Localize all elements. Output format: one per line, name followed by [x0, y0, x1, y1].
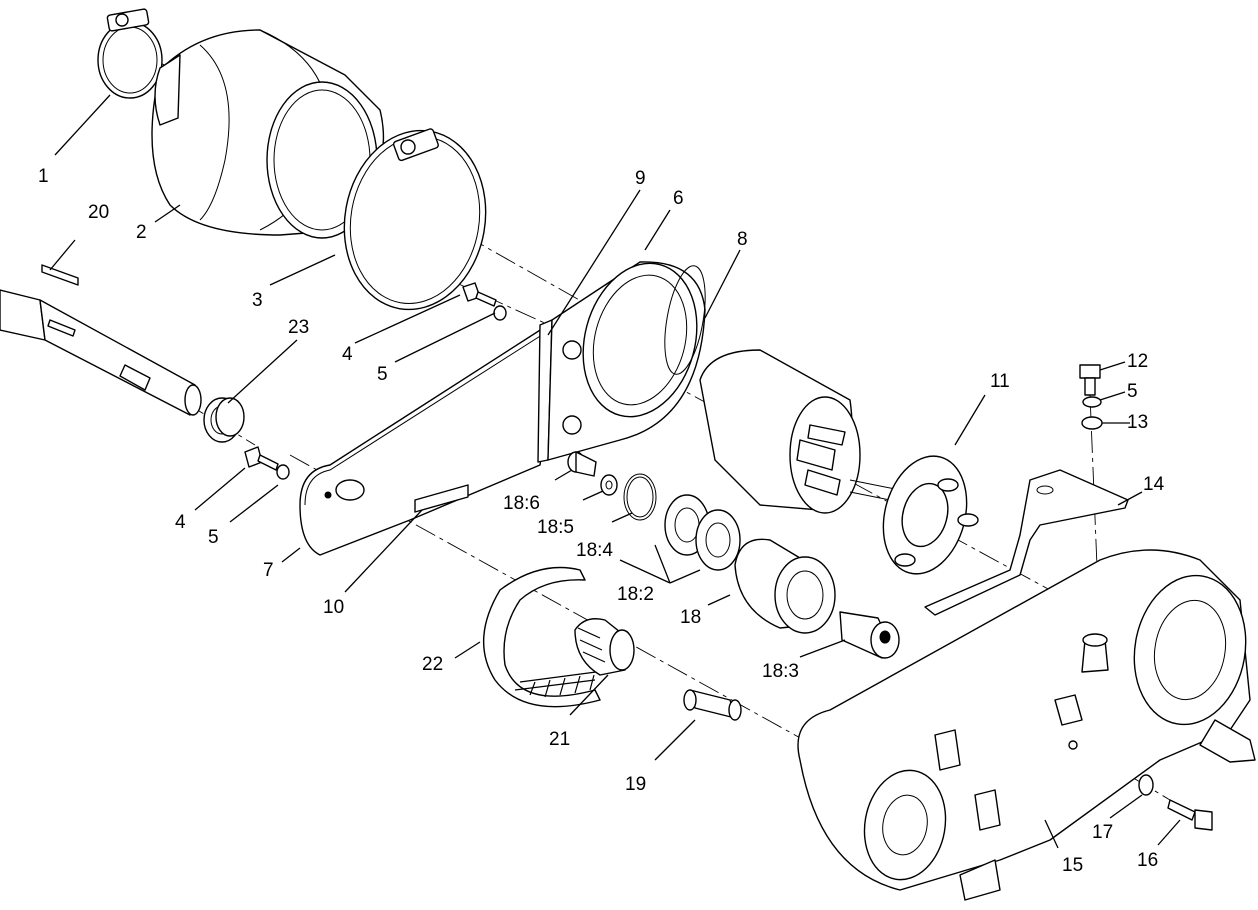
callout-18-5: 18:5: [537, 517, 574, 538]
hub-flange: [882, 455, 979, 575]
bearings-18-2: [664, 494, 741, 571]
leader-lines: [49, 94, 1181, 849]
pin-18-6: [567, 451, 597, 477]
callout-18-6: 18:6: [503, 493, 540, 514]
drive-pulley: [574, 618, 635, 676]
callout-18-3: 18:3: [762, 661, 799, 682]
callout-21: 21: [549, 729, 570, 750]
lock-washer-17: [1138, 774, 1154, 796]
hose-clamp-large: [343, 128, 487, 311]
decal-plate: [414, 484, 469, 513]
callout-1: 1: [38, 166, 49, 187]
callout-6: 6: [673, 188, 684, 209]
callout-8: 8: [737, 229, 748, 250]
bolt-upper: [462, 282, 497, 307]
callout-17: 17: [1092, 822, 1113, 843]
callout-12: 12: [1127, 351, 1148, 372]
washer-upper: [493, 305, 507, 321]
callout-2: 2: [136, 222, 147, 243]
callout-4-upper: 4: [342, 344, 353, 365]
callout-23: 23: [288, 317, 309, 338]
housing-cover: [547, 261, 706, 461]
washer-5-right: [1082, 396, 1102, 408]
drive-drum: [699, 349, 901, 514]
belt-cover-plate: [299, 324, 559, 556]
callout-11: 11: [990, 371, 1010, 392]
callout-22: 22: [422, 654, 443, 675]
callout-5-upper: 5: [377, 364, 388, 385]
callout-4-lower: 4: [175, 512, 186, 533]
callout-18-2: 18:2: [617, 584, 654, 605]
callout-14: 14: [1143, 474, 1165, 495]
shaft-seal: [203, 397, 245, 443]
callout-18-4: 18:4: [576, 540, 613, 561]
input-shaft: [0, 289, 202, 416]
spacer-18-3: [839, 611, 900, 659]
bushing-19: [683, 689, 742, 721]
callout-5-right: 5: [1127, 381, 1138, 402]
callout-18: 18: [680, 607, 701, 628]
callout-20: 20: [88, 202, 109, 223]
callout-10: 10: [323, 597, 344, 618]
washer-lower: [276, 464, 290, 480]
bolt-12: [1079, 364, 1101, 396]
gearbox-housing: [797, 549, 1256, 901]
callout-19: 19: [625, 774, 646, 795]
drive-belt: [482, 566, 601, 708]
bracket: [924, 469, 1129, 616]
key: [41, 264, 79, 286]
roller-18: [734, 538, 836, 634]
bolt-lower: [244, 446, 279, 471]
callout-5-lower: 5: [208, 527, 219, 548]
snap-ring-18-4: [623, 473, 657, 521]
washer-18-5: [600, 474, 618, 496]
callout-15: 15: [1062, 855, 1083, 876]
bolt-16: [1167, 799, 1213, 831]
callout-16: 16: [1137, 850, 1158, 871]
hose-clamp-small: [97, 8, 163, 99]
callout-9: 9: [635, 168, 646, 189]
gasket-ring: [664, 265, 706, 375]
callout-3: 3: [252, 290, 263, 311]
callout-7: 7: [263, 560, 274, 581]
callout-13: 13: [1127, 412, 1148, 433]
callout-labels: 1 2 3 4 5 4 5 7 10 9 6 8 11 12 5 13 14 1…: [38, 166, 1165, 876]
washer-13: [1081, 416, 1103, 430]
